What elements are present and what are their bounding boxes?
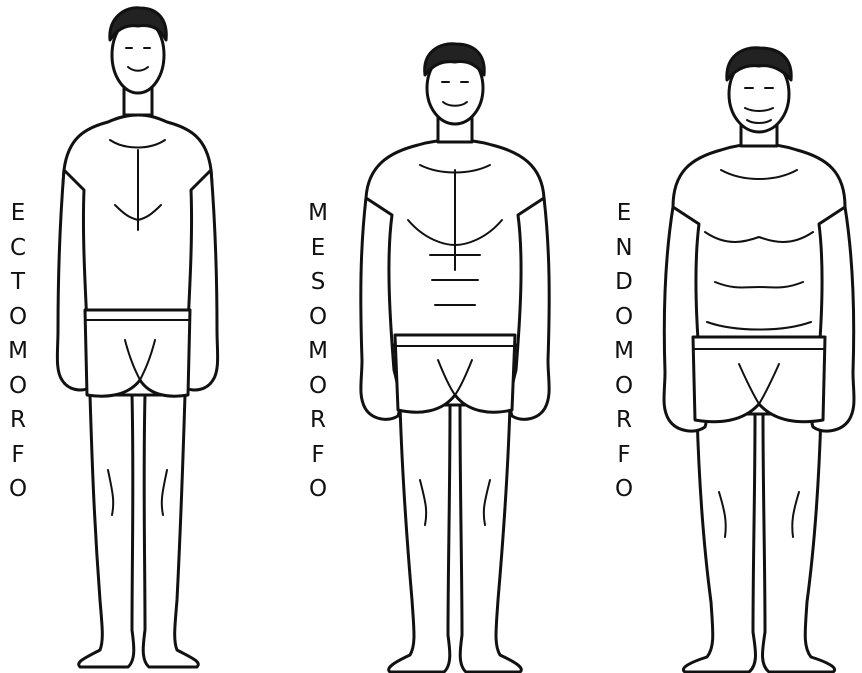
label-letter: F xyxy=(612,438,636,473)
label-letter: R xyxy=(306,403,330,438)
label-letter: N xyxy=(612,231,636,266)
label-letter: E xyxy=(306,231,330,266)
label-letter: M xyxy=(6,334,30,369)
label-letter: M xyxy=(306,196,330,231)
label-letter: O xyxy=(612,300,636,335)
label-letter: R xyxy=(612,403,636,438)
label-letter: F xyxy=(6,438,30,473)
label-letter: O xyxy=(306,300,330,335)
label-letter: E xyxy=(612,196,636,231)
endomorph-figure xyxy=(655,42,862,673)
label-letter: F xyxy=(306,438,330,473)
ectomorph-figure xyxy=(40,0,240,673)
label-letter: D xyxy=(612,265,636,300)
label-letter: O xyxy=(6,369,30,404)
label-letter: R xyxy=(6,403,30,438)
label-letter: M xyxy=(612,334,636,369)
label-letter: O xyxy=(306,369,330,404)
label-letter: O xyxy=(306,472,330,507)
label-letter: O xyxy=(612,369,636,404)
label-letter: E xyxy=(6,196,30,231)
label-letter: C xyxy=(6,231,30,266)
label-letter: O xyxy=(6,472,30,507)
label-letter: O xyxy=(6,300,30,335)
label-letter: T xyxy=(6,265,30,300)
mesomorph-figure xyxy=(350,40,560,673)
label-letter: S xyxy=(306,265,330,300)
label-letter: O xyxy=(612,472,636,507)
label-letter: M xyxy=(306,334,330,369)
